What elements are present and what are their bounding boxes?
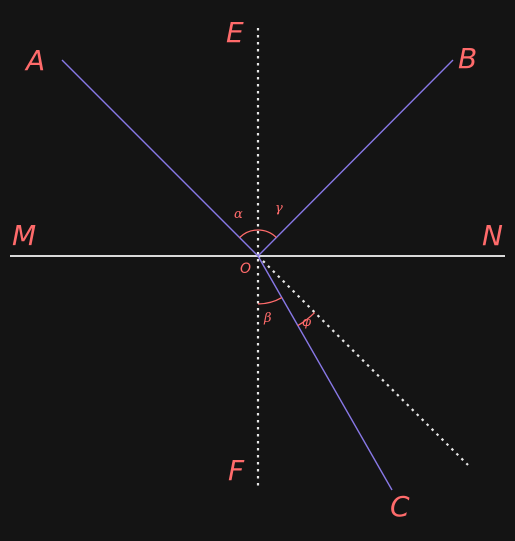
angle-label-phi: φ [302, 315, 312, 330]
point-label-n: N [482, 219, 503, 252]
point-label-c: C [390, 490, 410, 523]
incident-ray-extension [257, 255, 469, 466]
refracted-ray-oc [257, 255, 393, 491]
angle-arc-alpha [239, 229, 259, 239]
point-label-e: E [226, 16, 244, 49]
angle-label-gamma: γ [275, 201, 283, 216]
point-label-a: A [24, 44, 45, 77]
angle-arc-beta [257, 297, 283, 305]
angle-label-alpha: α [234, 207, 243, 222]
point-label-f: F [228, 454, 245, 487]
point-label-o: O [240, 261, 251, 277]
angle-arc-gamma [257, 229, 277, 239]
incident-ray-ao [61, 59, 259, 257]
angle-arc-phi [297, 312, 316, 327]
reflected-ray-ob [257, 59, 454, 257]
point-label-m: M [12, 219, 36, 252]
angle-label-beta: β [263, 311, 272, 326]
point-label-b: B [458, 42, 477, 75]
